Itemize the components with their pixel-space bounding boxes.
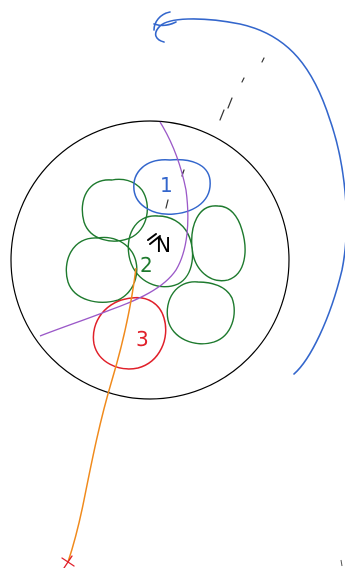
green-circle-mid-left [66, 238, 137, 303]
green-circle-top-left [82, 179, 147, 241]
label-one: 1 [160, 173, 173, 197]
label-three: 3 [136, 327, 149, 351]
dashed-line [166, 58, 264, 208]
small-tick-bottom-right [341, 560, 342, 566]
label-n: N [156, 233, 171, 257]
blue-arrow-curve [156, 19, 345, 374]
green-circle-bottom-right [167, 282, 234, 344]
green-circle-right [192, 206, 245, 281]
orange-x-mark [62, 556, 74, 568]
label-two: 2 [140, 253, 153, 277]
